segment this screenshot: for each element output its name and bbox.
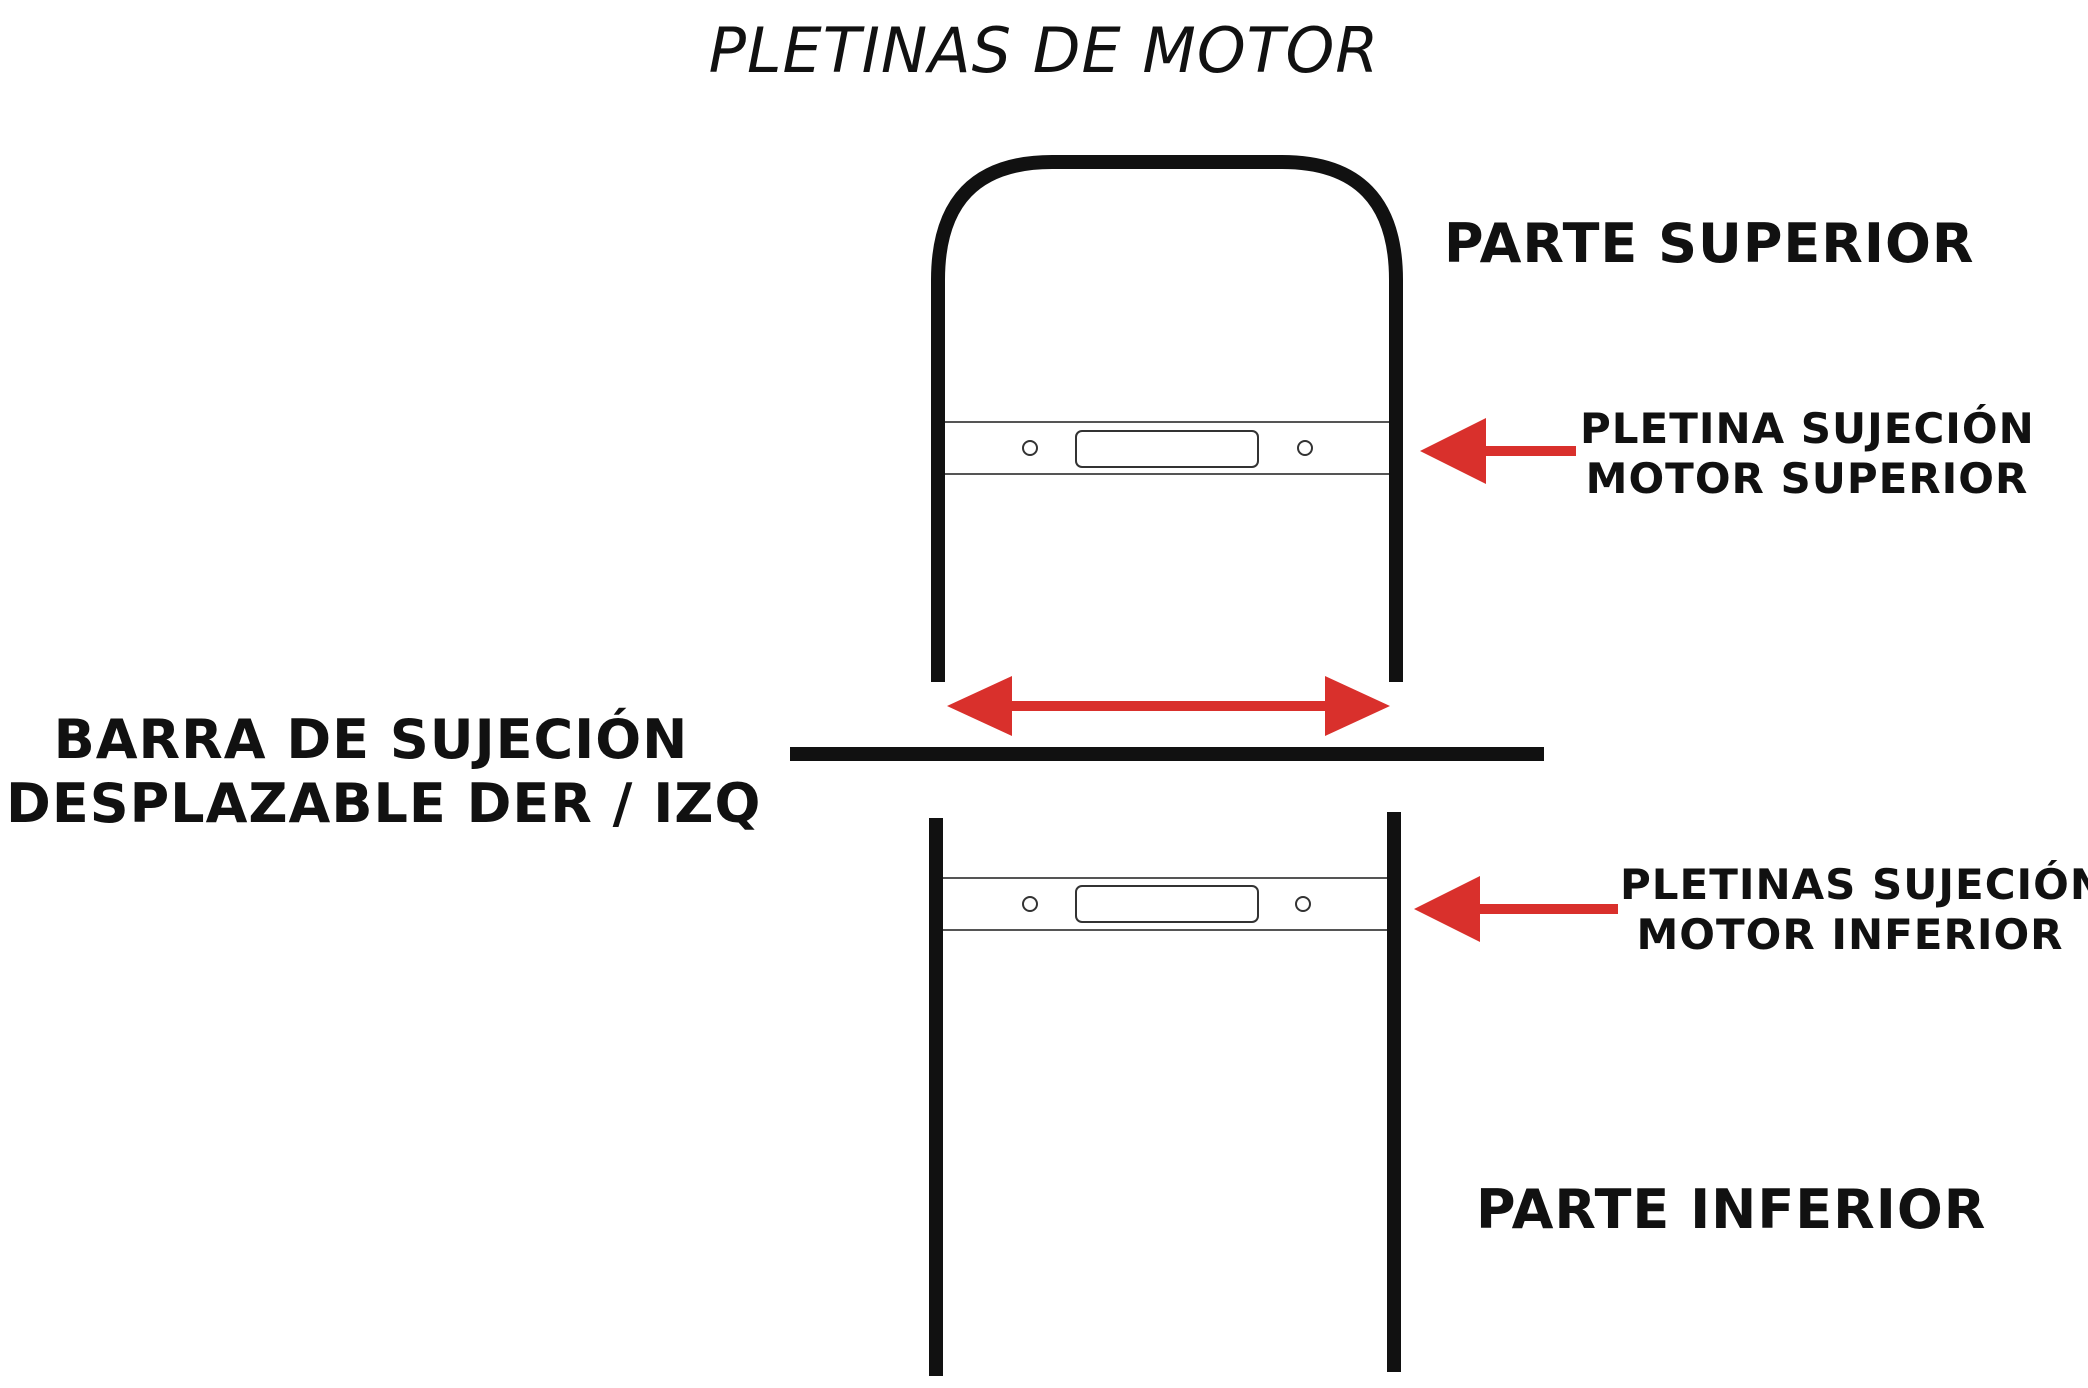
upper-motor-plate — [945, 421, 1389, 475]
label-bottom-part: PARTE INFERIOR — [1476, 1178, 1987, 1241]
upper-plate-slot — [1075, 430, 1259, 468]
diagram-title: PLETINAS DE MOTOR — [708, 14, 1380, 87]
upper-plate-arrow — [1420, 418, 1576, 484]
label-upper-plate-line2: MOTOR SUPERIOR — [1585, 454, 2029, 503]
label-lower-plate-line1: PLETINAS SUJECIÓN — [1620, 860, 2088, 909]
label-sliding-bar: BARRA DE SUJECIÓN DESPLAZABLE DER / IZQ — [6, 708, 762, 836]
double-arrow — [947, 676, 1390, 736]
lower-plate-hole-right — [1295, 896, 1311, 912]
label-bar-line1: BARRA DE SUJECIÓN — [53, 708, 689, 771]
lower-motor-plate — [943, 877, 1387, 931]
upper-frame — [931, 155, 1403, 682]
label-lower-plate: PLETINAS SUJECIÓN MOTOR INFERIOR — [1620, 860, 2088, 960]
lower-plate-hole-left — [1022, 896, 1038, 912]
upper-plate-hole-left — [1022, 440, 1038, 456]
lower-plate-slot — [1075, 885, 1259, 923]
label-bar-line2: DESPLAZABLE DER / IZQ — [6, 772, 762, 835]
label-upper-plate-line1: PLETINA SUJECIÓN — [1580, 404, 2035, 453]
label-lower-plate-line2: MOTOR INFERIOR — [1636, 910, 2064, 959]
label-top-part: PARTE SUPERIOR — [1444, 212, 1975, 275]
upper-plate-hole-right — [1297, 440, 1313, 456]
lower-plate-arrow — [1414, 876, 1618, 942]
label-upper-plate: PLETINA SUJECIÓN MOTOR SUPERIOR — [1580, 404, 2034, 504]
